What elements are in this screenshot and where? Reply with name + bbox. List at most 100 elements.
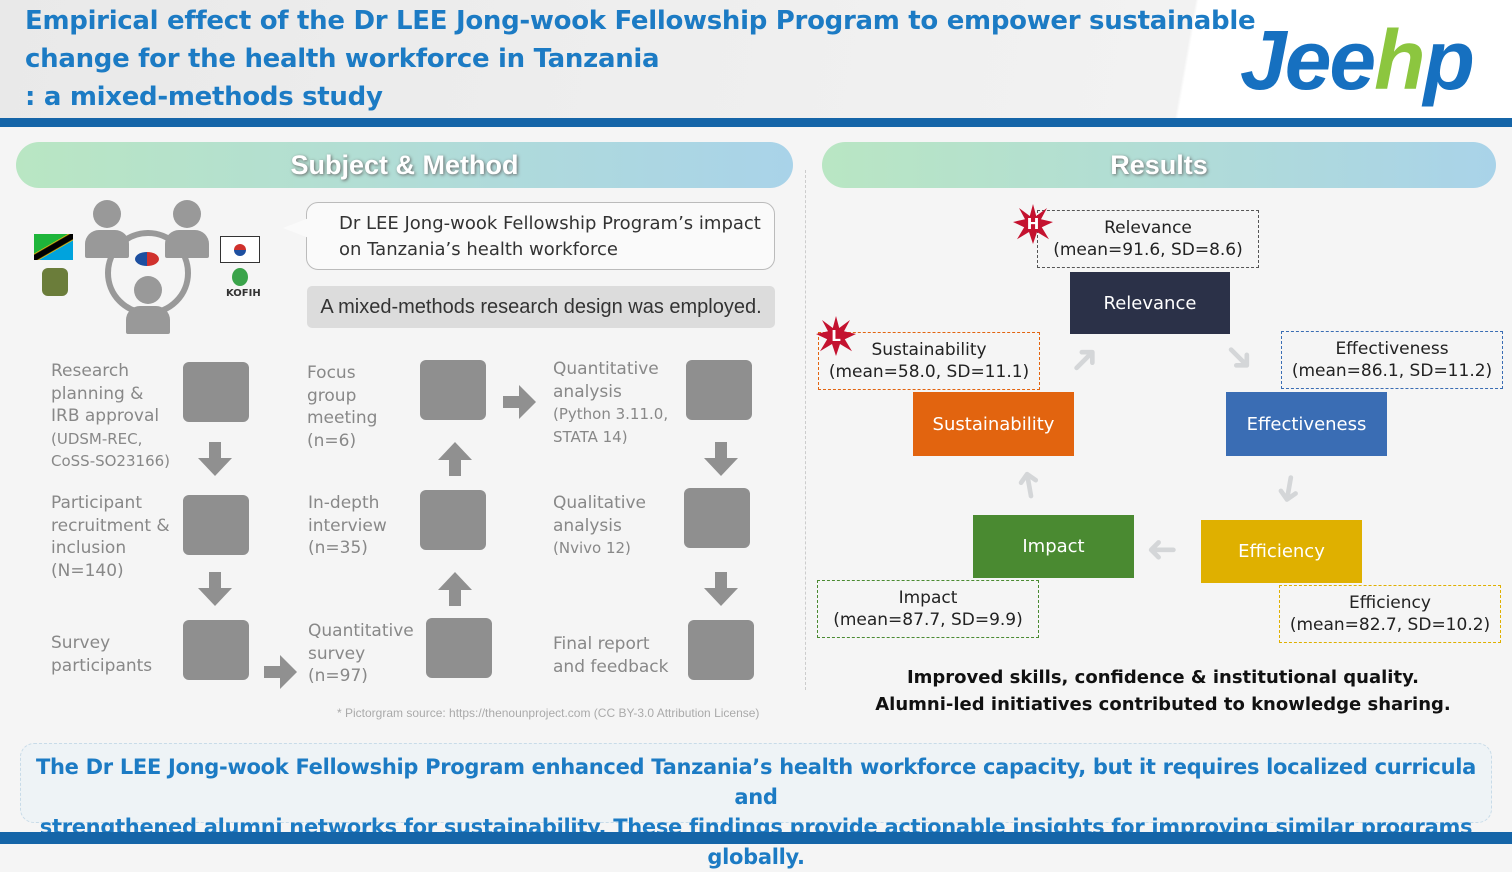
- arrow-down-icon: [704, 442, 738, 476]
- label-effectiveness: Effectiveness(mean=86.1, SD=11.2): [1281, 331, 1503, 389]
- focus-group-icon: [420, 360, 486, 420]
- step-detail: (UDSM-REC,: [51, 429, 143, 448]
- arrow-up-icon: [438, 572, 472, 606]
- step-text: recruitment &: [51, 515, 170, 536]
- tanzania-flag-icon: [34, 234, 73, 260]
- box-efficiency: Efficiency: [1201, 520, 1362, 583]
- step-text: IRB approval: [51, 406, 160, 426]
- label-title: Relevance: [1104, 218, 1192, 238]
- report-icon: [688, 620, 754, 680]
- label-title: Efficiency: [1349, 593, 1431, 613]
- label-stats: (mean=82.7, SD=10.2): [1289, 615, 1491, 635]
- title-line-3: : a mixed-methods study: [25, 82, 383, 112]
- arrow-right-icon: [264, 655, 297, 689]
- survey-participants-icon: [183, 620, 249, 680]
- title-line-1: Empirical effect of the Dr LEE Jong-wook…: [25, 6, 1256, 36]
- step-text: (N=140): [51, 560, 124, 581]
- step-text: planning &: [51, 383, 144, 404]
- step-text: (n=97): [308, 666, 368, 686]
- qualitative-analysis-icon: [684, 488, 750, 548]
- box-effectiveness: Effectiveness: [1226, 392, 1387, 456]
- step-detail: CoSS-SO23166): [51, 452, 171, 470]
- title-line-2: change for the health workforce in Tanza…: [25, 44, 660, 74]
- foundation-logo-icon: [135, 252, 159, 266]
- label-impact: Impact(mean=87.7, SD=9.9): [817, 580, 1039, 638]
- tanzania-emblem-icon: [42, 268, 68, 296]
- box-sustainability: Sustainability: [913, 392, 1074, 456]
- cycle-arrow-icon: ➜: [1213, 330, 1267, 384]
- low-badge-icon: L: [816, 316, 856, 356]
- person-icon: [165, 200, 209, 258]
- step-text: meeting: [307, 408, 378, 428]
- step-detail: (Python 3.11.0,: [553, 405, 669, 423]
- arrow-right-icon: [503, 385, 536, 419]
- step-text: Final report: [553, 634, 650, 654]
- arrow-down-icon: [198, 572, 232, 606]
- section-title-method: Subject & Method: [16, 142, 793, 188]
- speech-line: on Tanzania’s health workforce: [339, 239, 618, 260]
- group-icon: [183, 495, 249, 555]
- step-detail: STATA 14): [553, 427, 628, 446]
- step-text: Survey: [51, 633, 111, 653]
- box-relevance: Relevance: [1070, 272, 1230, 334]
- person-icon: [126, 276, 170, 334]
- label-sustainability: Sustainability(mean=58.0, SD=11.1): [818, 332, 1040, 390]
- summary-line: Alumni-led initiatives contributed to kn…: [875, 694, 1451, 715]
- step-text: In-depth: [308, 493, 380, 513]
- planning-icon: [183, 362, 249, 422]
- step-text: Research: [51, 361, 129, 381]
- arrow-down-icon: [198, 442, 232, 476]
- pictogram-source: * Pictorgram source: https://thenounproj…: [337, 706, 760, 720]
- arrow-down-icon: [704, 572, 738, 606]
- arrow-up-icon: [438, 442, 472, 476]
- step-text: Focus: [307, 363, 356, 383]
- step-text: analysis: [553, 515, 622, 536]
- label-title: Effectiveness: [1335, 339, 1449, 359]
- step-text: Qualitative: [553, 493, 647, 513]
- conclusion-line: The Dr LEE Jong-wook Fellowship Program …: [36, 755, 1476, 809]
- step-text: group: [307, 385, 357, 406]
- step-text: and feedback: [553, 656, 669, 677]
- design-note: A mixed-methods research design was empl…: [307, 286, 775, 328]
- label-efficiency: Efficiency(mean=82.7, SD=10.2): [1279, 585, 1501, 643]
- step-text: interview: [308, 515, 387, 536]
- divider: [805, 170, 806, 690]
- checklist-icon: [426, 618, 492, 678]
- section-title-results: Results: [822, 142, 1496, 188]
- speech-tail: [283, 218, 309, 238]
- step-text: survey: [308, 643, 366, 664]
- label-stats: (mean=86.1, SD=11.2): [1291, 361, 1493, 381]
- label-relevance: Relevance(mean=91.6, SD=8.6): [1037, 210, 1259, 268]
- conclusion-box: The Dr LEE Jong-wook Fellowship Program …: [20, 743, 1492, 869]
- kofih-logo-icon: [232, 268, 248, 286]
- box-impact: Impact: [973, 515, 1134, 578]
- step-text: (n=35): [308, 538, 368, 558]
- footer-bar: [0, 832, 1512, 844]
- speech-line: Dr LEE Jong-wook Fellowship Program’s im…: [339, 213, 761, 234]
- step-text: participants: [51, 655, 153, 676]
- step-text: analysis: [553, 381, 622, 402]
- step-detail: (Nvivo 12): [553, 539, 631, 557]
- results-summary: Improved skills, confidence & institutio…: [822, 664, 1504, 718]
- speech-bubble: Dr LEE Jong-wook Fellowship Program’s im…: [306, 202, 775, 270]
- label-stats: (mean=58.0, SD=11.1): [828, 362, 1030, 382]
- interview-icon: [420, 490, 486, 550]
- step-text: inclusion: [51, 538, 127, 558]
- cycle-arrow-icon: ➜: [1003, 465, 1053, 505]
- step-text: Quantitative: [553, 359, 659, 379]
- step-text: (n=6): [307, 430, 357, 451]
- step-text: Quantitative: [308, 621, 414, 641]
- cycle-arrow-icon: ➜: [1265, 469, 1315, 509]
- kofih-label: KOFIH: [226, 288, 261, 299]
- step-text: Participant: [51, 493, 143, 513]
- label-stats: (mean=87.7, SD=9.9): [833, 610, 1023, 630]
